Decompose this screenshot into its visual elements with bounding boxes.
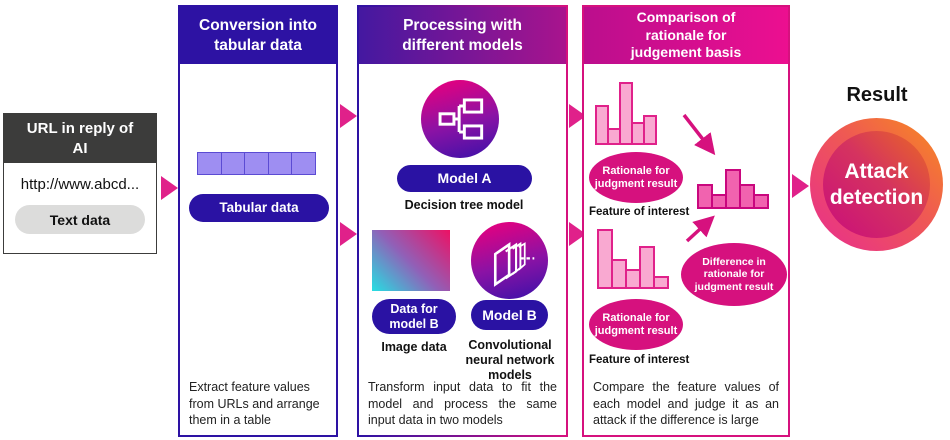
- table-cell: [197, 152, 222, 175]
- data-for-model-b-pill: Data for model B: [372, 299, 456, 334]
- rationale-a-badge: Rationale for judgment result: [589, 152, 683, 203]
- text-data-tag: Text data: [15, 205, 145, 234]
- attack-detection-circle: Attack detection: [810, 118, 943, 251]
- model-a-pill: Model A: [397, 165, 532, 192]
- panel-comparison-title: Comparison of rationale for judgement ba…: [584, 7, 788, 64]
- decision-tree-icon: [438, 98, 484, 140]
- panel-processing-title: Processing with different models: [359, 7, 566, 64]
- arrow-right-icon: [792, 174, 809, 198]
- arrow-right-icon: [340, 222, 357, 246]
- difference-badge: Difference in rationale for judgment res…: [681, 243, 787, 306]
- bar: [595, 105, 609, 145]
- input-box: URL in reply of AI http://www.abcd... Te…: [3, 113, 157, 254]
- bar: [619, 82, 633, 145]
- image-data-thumbnail: [372, 230, 450, 291]
- attack-detection-inner-circle: Attack detection: [823, 131, 930, 238]
- panel-conversion-caption: Extract feature values from URLs and arr…: [189, 380, 320, 427]
- tabular-data-strip: [197, 152, 316, 175]
- table-cell: [291, 152, 316, 175]
- model-b-circle: [471, 222, 548, 299]
- comparison-arrows-icon: [682, 113, 716, 243]
- arrow-right-icon: [340, 104, 357, 128]
- arrow-right-icon: [161, 176, 178, 200]
- bar: [653, 276, 669, 289]
- url-text: http://www.abcd...: [20, 176, 140, 193]
- tabular-data-pill: Tabular data: [189, 194, 329, 222]
- model-b-caption: Convolutional neural network models: [465, 338, 555, 382]
- bar-chart-model-a-rationale: [595, 82, 657, 145]
- model-b-pill: Model B: [471, 300, 548, 330]
- bar: [643, 115, 657, 145]
- input-box-title: URL in reply of AI: [4, 114, 156, 163]
- panel-conversion-title: Conversion into tabular data: [180, 7, 336, 64]
- feature-of-interest-label-b: Feature of interest: [589, 354, 690, 366]
- rationale-b-badge: Rationale for judgment result: [589, 299, 683, 350]
- model-a-caption: Decision tree model: [404, 198, 524, 212]
- feature-of-interest-label-a: Feature of interest: [589, 206, 690, 218]
- table-cell: [267, 152, 293, 175]
- arrow-right-icon: [569, 222, 586, 246]
- panel-comparison-caption: Compare the feature values of each model…: [593, 380, 779, 427]
- table-cell: [244, 152, 269, 175]
- bar: [639, 246, 655, 289]
- cnn-layers-icon: [493, 241, 534, 287]
- arrow-right-icon: [569, 104, 586, 128]
- panel-comparison: Comparison of rationale for judgement ba…: [582, 5, 790, 437]
- panel-processing-caption: Transform input data to fit the model an…: [368, 380, 557, 427]
- attack-detection-label: Attack detection: [829, 160, 924, 209]
- bar-chart-model-b-rationale: [597, 229, 669, 289]
- panel-processing: Processing with different models Model A…: [357, 5, 568, 437]
- model-a-circle: [421, 80, 499, 158]
- image-data-caption: Image data: [381, 340, 447, 354]
- bar: [753, 194, 769, 209]
- panel-conversion: Conversion into tabular data Tabular dat…: [178, 5, 338, 437]
- result-label: Result: [846, 84, 908, 106]
- bar-chart-difference: [697, 169, 769, 209]
- table-cell: [220, 152, 246, 175]
